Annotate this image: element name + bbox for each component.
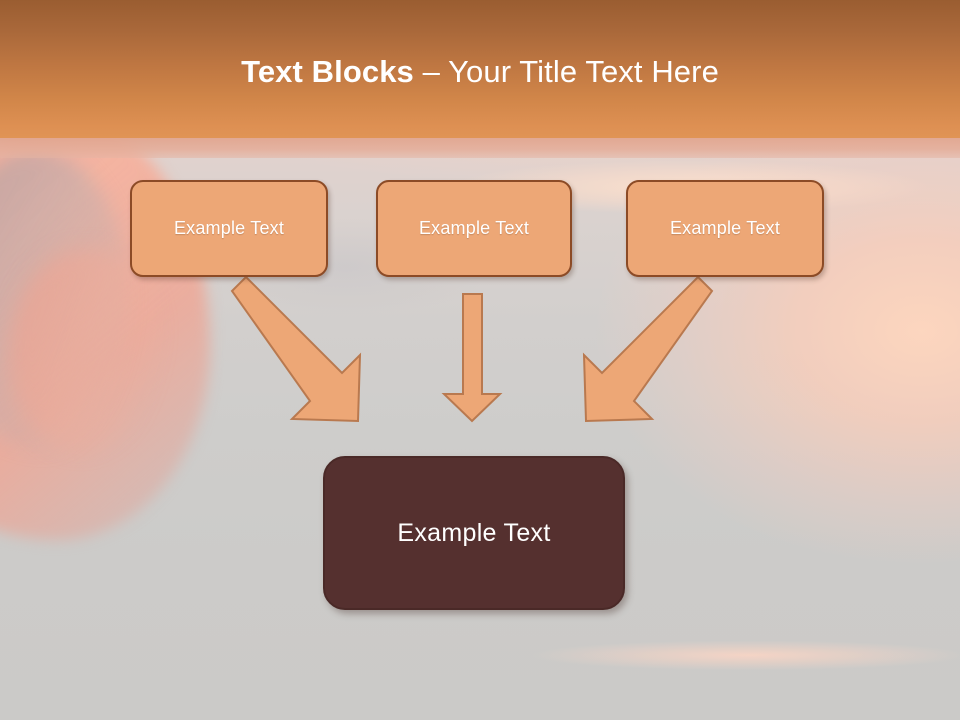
page-title-rest: – Your Title Text Here [413, 54, 719, 89]
background-rock-highlight [10, 250, 160, 450]
page-title-strong: Text Blocks [241, 54, 414, 89]
text-block-3-label: Example Text [669, 218, 781, 238]
text-block-3[interactable]: Example Text [626, 180, 824, 277]
text-block-1-label: Example Text [173, 218, 285, 238]
page-title: Text Blocks – Your Title Text Here [0, 52, 960, 92]
title-banner-accent-strip [0, 138, 960, 158]
arrow-down-icon [441, 293, 503, 423]
text-block-1[interactable]: Example Text [130, 180, 328, 277]
text-block-result[interactable]: Example Text [323, 456, 625, 610]
text-block-2[interactable]: Example Text [376, 180, 572, 277]
text-block-2-label: Example Text [418, 218, 530, 238]
arrow-diagonal-down-right-icon [230, 275, 362, 423]
text-block-result-label: Example Text [397, 518, 551, 547]
title-banner [0, 0, 960, 138]
arrow-diagonal-down-left-icon [582, 275, 714, 423]
